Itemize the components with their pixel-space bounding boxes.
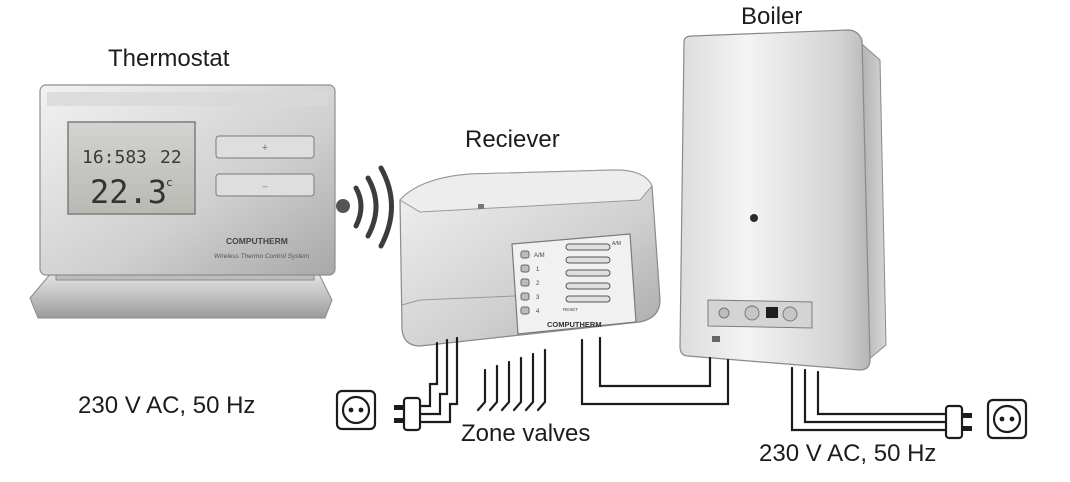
- lcd-program: 3: [136, 147, 147, 168]
- lcd-room-temperature: 22.3: [90, 173, 167, 211]
- wireless-signal-icon: [336, 165, 394, 249]
- boiler-label: Boiler: [741, 3, 803, 30]
- receiver-device: A/M 1 2 3 4 A/M RESET COMPUTHERM: [399, 169, 661, 347]
- boiler-display: [766, 307, 778, 318]
- minus-label: –: [262, 181, 267, 191]
- receiver-label: Reciever: [465, 126, 560, 153]
- receiver-channel-3: 3: [536, 295, 540, 301]
- thermostat-plus-button: [215, 135, 315, 159]
- left-power-label: 230 V AC, 50 Hz: [78, 392, 256, 419]
- boiler-device: [679, 29, 887, 371]
- receiver-switch-am-label: A/M: [612, 241, 621, 247]
- lcd-time: 16:58: [82, 147, 136, 168]
- thermostat-device: 16:58 3 22 22.3 c + – COMPUTHERM Wireles…: [29, 84, 336, 319]
- thermostat-tagline: Wireless Thermo Control System: [214, 253, 310, 260]
- receiver-brand: COMPUTHERM: [547, 320, 602, 329]
- boiler-indicator: [750, 214, 758, 222]
- thermostat-brand: COMPUTHERM: [226, 236, 288, 246]
- wiring: [416, 336, 950, 432]
- right-power-label: 230 V AC, 50 Hz: [759, 440, 937, 467]
- right-wall-socket-icon: [986, 398, 1028, 440]
- boiler-knob-icon: [718, 307, 730, 319]
- boiler-dial-icon-2: [782, 306, 798, 322]
- plus-label: +: [262, 142, 268, 154]
- receiver-channel-1: 1: [536, 267, 540, 273]
- receiver-led-column: [520, 250, 530, 315]
- receiver-channel-4: 4: [536, 309, 540, 315]
- zone-valves-label: Zone valves: [461, 420, 591, 447]
- receiver-reset-label: RESET: [563, 307, 578, 312]
- boiler-dial-icon: [744, 305, 760, 321]
- receiver-switch-column: [565, 243, 611, 303]
- lcd-unit: c: [166, 176, 173, 189]
- left-power-plug-icon: [394, 396, 422, 432]
- receiver-channel-2: 2: [536, 281, 540, 287]
- thermostat-minus-button: [215, 173, 315, 197]
- thermostat-label: Thermostat: [108, 45, 230, 72]
- left-wall-socket-icon: [335, 389, 377, 431]
- receiver-am-label: A/M: [534, 253, 545, 259]
- right-power-plug-icon: [944, 404, 972, 440]
- lcd-setpoint: 22: [160, 147, 182, 168]
